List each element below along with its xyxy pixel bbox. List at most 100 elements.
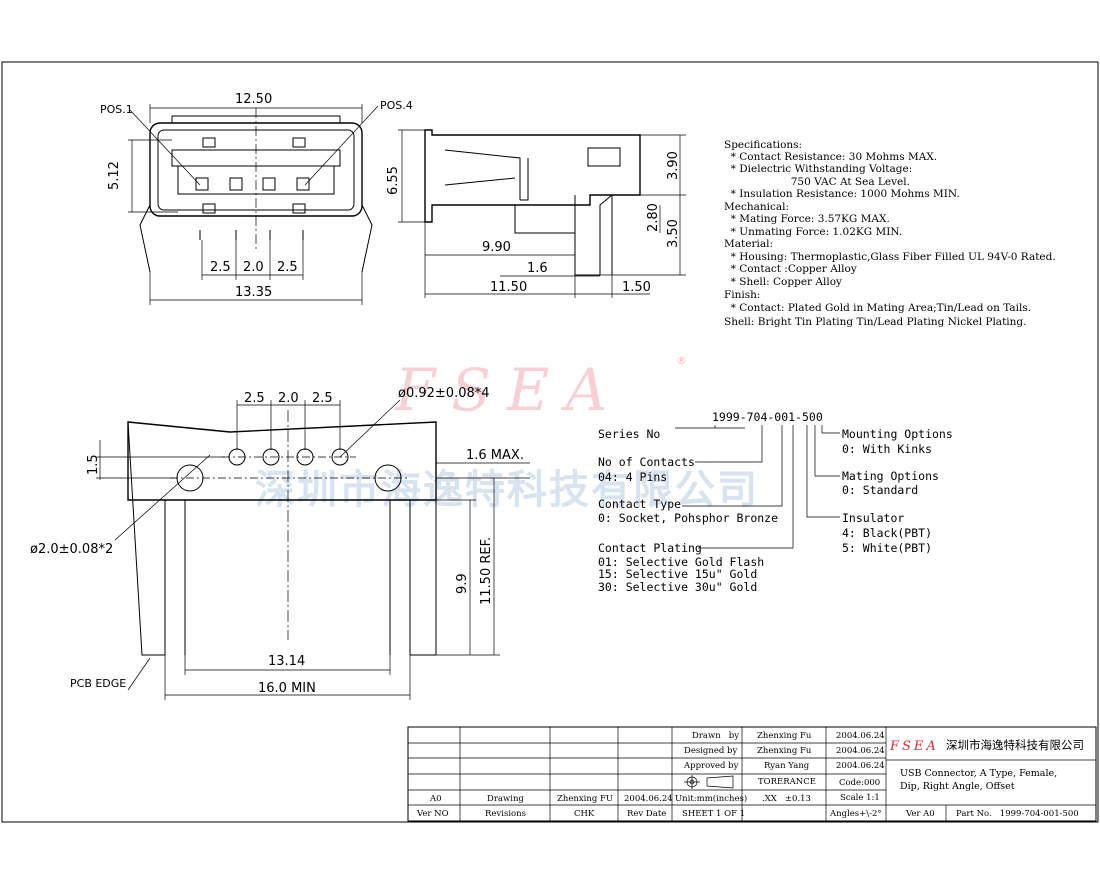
rev-date: 2004.06.24: [624, 794, 673, 804]
approved-date: 2004.06.24: [836, 761, 885, 771]
pcb-view: 2.5 2.0 2.5 ø0.92±0.08*4 ø2.0±0.08*2 1.5…: [30, 386, 530, 700]
spec-line: Material:: [724, 238, 773, 250]
company-name: 深圳市海逸特科技有限公司: [946, 738, 1084, 752]
spec-line: Shell: Bright Tin Plating Tin/Lead Plati…: [724, 316, 1026, 328]
dim-pitch-a: 2.5: [210, 260, 231, 275]
designed-label: Designed by: [684, 746, 737, 756]
dim-low-section: 3.50: [666, 219, 681, 248]
plating-label: Contact Plating: [598, 541, 702, 555]
dim-len-c: 11.50: [490, 280, 527, 295]
hdr-date: Rev Date: [627, 809, 666, 819]
approved-label: Approved by: [683, 761, 739, 771]
plating-value: 15: Selective 15u" Gold: [598, 567, 757, 581]
spec-line: Specifications:: [724, 139, 802, 151]
label-pos1: POS.1: [100, 103, 133, 116]
spec-line: * Contact :Copper Alloy: [724, 263, 857, 275]
small-hole-callout: ø0.92±0.08*4: [398, 386, 490, 401]
spec-line: * Contact: Plated Gold in Mating Area;Ti…: [724, 302, 1031, 314]
pcb-depth: 9.9: [455, 573, 470, 594]
sheet-border: [1, 61, 1099, 823]
spec-line: * Insulation Resistance: 1000 Mohms MIN.: [724, 188, 960, 200]
pcb-offset: 1.5: [86, 454, 101, 475]
spec-line: * Housing: Thermoplastic,Glass Fiber Fil…: [724, 251, 1056, 263]
spec-line: * Shell: Copper Alloy: [724, 276, 842, 288]
sheet: SHEET 1 OF 1: [682, 809, 745, 819]
insulator-label: Insulator: [842, 511, 904, 525]
dim-len-a: 9.90: [482, 240, 511, 255]
mating-label: Mating Options: [842, 469, 939, 483]
company-logo: FSEA: [889, 739, 939, 754]
tolerance-label: TORERANCE: [758, 777, 816, 787]
large-hole-callout: ø2.0±0.08*2: [30, 542, 113, 557]
units: Unit:mm(inches): [675, 793, 747, 804]
dim-top-section: 3.90: [666, 151, 681, 180]
rev-ver: A0: [429, 794, 442, 804]
pcb-min-width: 16.0 MIN: [258, 681, 316, 696]
contacts-value: 04: 4 Pins: [598, 470, 667, 484]
top-view: 12.50 5.12 POS.1 POS.4 2.5 2.0 2.5 13.35: [100, 92, 413, 305]
drawn-date: 2004.06.24: [836, 731, 885, 741]
dim-side-height: 6.55: [386, 166, 401, 195]
designed-date: 2004.06.24: [836, 746, 885, 756]
title-line2: Dip, Right Angle, Offset: [900, 781, 1015, 792]
contacts-label: No of Contacts: [598, 455, 695, 469]
type-label: Contact Type: [598, 497, 681, 511]
series-label: Series No: [598, 427, 660, 441]
dim-pitch-c: 2.5: [277, 260, 298, 275]
part-number-breakdown: 1999-704-001-500 Series No No of Contact…: [598, 410, 953, 594]
dim-overall: 13.35: [235, 285, 272, 300]
pcb-max: 1.6 MAX.: [466, 448, 524, 463]
hdr-revisions: Revisions: [485, 809, 526, 819]
drawn-label: Drawn by: [692, 731, 739, 741]
side-view: 6.55 3.90 3.50 2.80 9.90 1.6 11.50 1.50: [386, 129, 686, 298]
dim-height: 5.12: [107, 161, 122, 190]
spec-line: * Unmating Force: 1.02KG MIN.: [724, 226, 902, 238]
dim-len-b: 1.6: [527, 261, 548, 276]
pcb-pitch-c: 2.5: [312, 391, 333, 406]
code: Code:000: [839, 778, 880, 788]
angles: Angles+\-2°: [829, 809, 882, 819]
drawn-name: Zhenxing Fu: [757, 731, 812, 741]
watermark-registered: ®: [676, 354, 687, 367]
scale: Scale 1:1: [840, 793, 880, 803]
tolerance-value: .XX ±0.13: [762, 794, 811, 804]
title-block: A0 Drawing Zhenxing FU 2004.06.24 Ver NO…: [407, 726, 1097, 822]
spec-line: Finish:: [724, 289, 760, 301]
insulator-value: 4: Black(PBT): [842, 526, 932, 540]
plating-value: 30: Selective 30u" Gold: [598, 580, 757, 594]
specifications: Specifications: * Contact Resistance: 30…: [724, 139, 1056, 328]
dim-width: 12.50: [235, 92, 272, 107]
ver: Ver A0: [905, 809, 935, 819]
watermark-latin: FSEA: [394, 356, 623, 424]
dim-contact-height: 2.80: [646, 203, 661, 232]
part-no: Part No. 1999-704-001-500: [956, 809, 1079, 819]
designed-name: Zhenxing Fu: [757, 746, 812, 756]
label-pos4: POS.4: [380, 99, 413, 112]
approved-name: Ryan Yang: [764, 761, 810, 771]
part-code: 1999-704-001-500: [712, 410, 823, 424]
insulator-value: 5: White(PBT): [842, 541, 932, 555]
projection-symbol-icon: [684, 775, 734, 789]
spec-line: * Contact Resistance: 30 Mohms MAX.: [724, 151, 937, 163]
hdr-chk: CHK: [574, 809, 595, 819]
pcb-ref: 11.50 REF.: [479, 537, 494, 605]
pcb-edge-label: PCB EDGE: [70, 677, 126, 690]
title-line1: USB Connector, A Type, Female,: [900, 768, 1057, 779]
spec-line: Mechanical:: [724, 201, 789, 213]
mating-value: 0: Standard: [842, 483, 918, 497]
spec-line: * Mating Force: 3.57KG MAX.: [724, 213, 890, 225]
type-value: 0: Socket, Pohsphor Bronze: [598, 511, 778, 525]
mounting-label: Mounting Options: [842, 427, 953, 441]
watermark-chinese: 深圳市海逸特科技有限公司: [255, 467, 759, 513]
dim-pitch-b: 2.0: [243, 260, 264, 275]
mounting-value: 0: With Kinks: [842, 442, 932, 456]
rev-desc: Drawing: [487, 794, 524, 804]
dim-len-d: 1.50: [622, 280, 651, 295]
watermark: FSEA ® 深圳市海逸特科技有限公司: [255, 354, 759, 513]
pcb-inner-width: 13.14: [268, 654, 305, 669]
spec-line: 750 VAC At Sea Level.: [724, 176, 910, 188]
spec-line: * Dielectric Withstanding Voltage:: [724, 163, 912, 175]
hdr-ver: Ver NO: [416, 809, 449, 819]
pcb-pitch-a: 2.5: [244, 391, 265, 406]
